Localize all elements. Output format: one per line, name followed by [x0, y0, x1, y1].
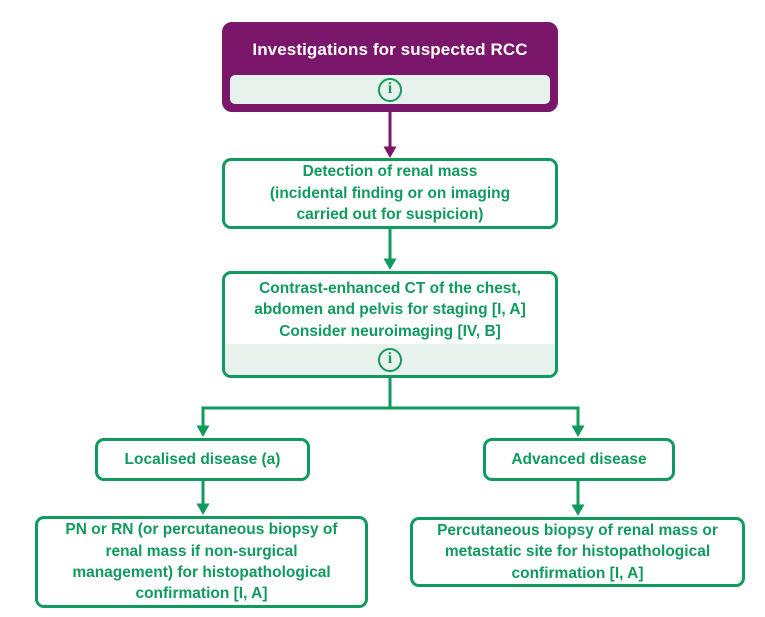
flowchart-title: Investigations for suspected RCC [252, 40, 528, 60]
arrowhead-localised-to-pnrn [196, 503, 210, 515]
arrowhead-detection-to-ct [383, 258, 397, 270]
arrowhead-branch-right [571, 425, 585, 437]
arrowhead-advanced-to-biopsy [571, 504, 585, 516]
node-detection-label: Detection of renal mass(incidental findi… [269, 163, 511, 224]
node-ct-staging-label: Contrast-enhanced CT of the chest,abdome… [254, 280, 526, 340]
node-investigations-header: Investigations for suspected RCC i [222, 22, 558, 112]
arrowhead-header-to-detection [383, 146, 397, 158]
node-advanced-disease: Advanced disease [483, 438, 675, 481]
info-button-investigations[interactable]: i [230, 75, 550, 104]
branch-connector [201, 378, 580, 426]
info-icon: i [378, 347, 402, 372]
arrowhead-branch-left [196, 425, 210, 437]
node-localised-disease-label: Localised disease (a) [124, 450, 281, 468]
node-detection: Detection of renal mass(incidental findi… [222, 158, 558, 229]
info-button-ct-staging[interactable]: i [225, 344, 555, 375]
node-advanced-disease-label: Advanced disease [511, 450, 647, 468]
info-icon: i [378, 77, 402, 102]
node-ct-staging: Contrast-enhanced CT of the chest,abdome… [222, 271, 558, 378]
node-localised-disease: Localised disease (a) [95, 438, 310, 481]
